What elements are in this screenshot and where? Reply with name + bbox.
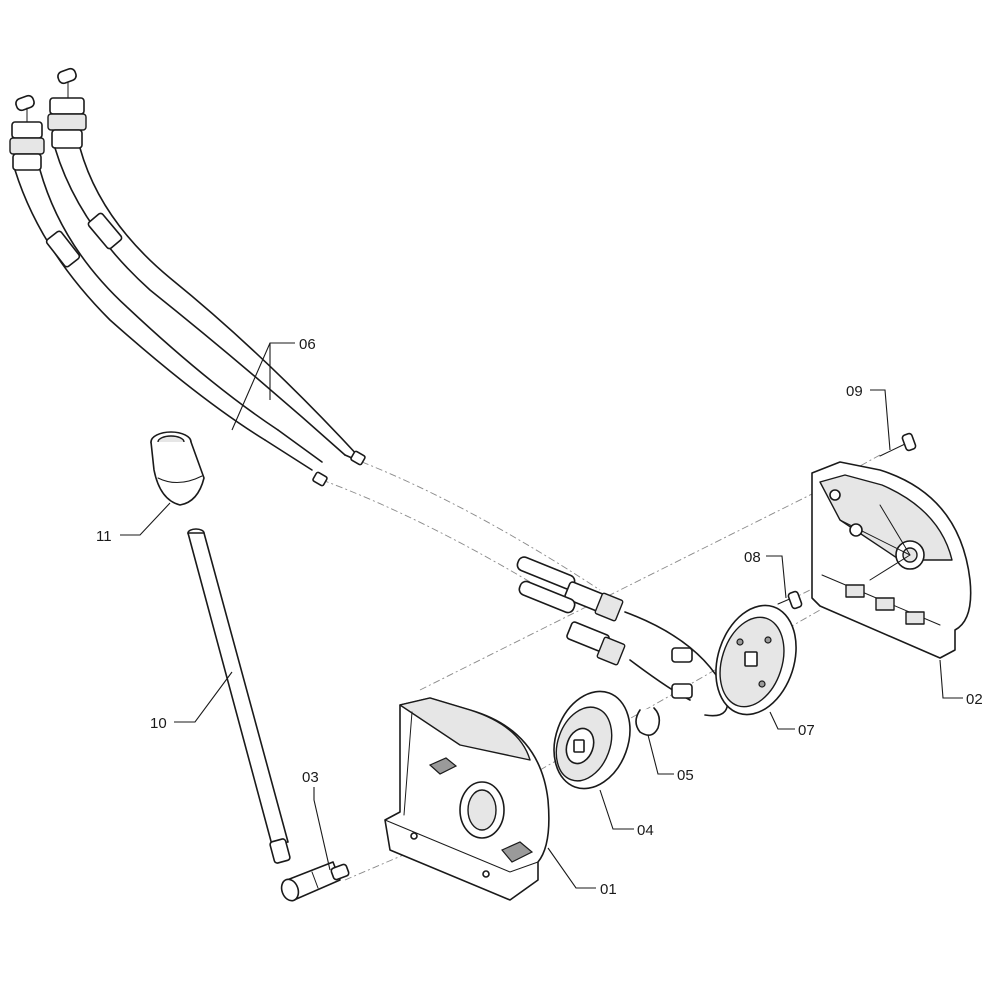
front-housing	[384, 697, 550, 901]
screw-08	[777, 590, 803, 610]
lever-rod	[187, 528, 291, 864]
callout-05: 05	[677, 767, 694, 784]
cable-fitting-left	[9, 94, 45, 171]
rear-disc	[715, 604, 797, 716]
callout-10: 10	[150, 715, 167, 732]
callout-08: 08	[744, 549, 761, 566]
callout-04: 04	[637, 822, 654, 839]
callout-06: 06	[299, 336, 316, 353]
callout-01: 01	[600, 881, 617, 898]
leader-lines	[120, 342, 963, 889]
disc-plate	[553, 690, 631, 790]
cable-assembly	[9, 67, 729, 717]
callout-07: 07	[798, 722, 815, 739]
lower-cable-fittings	[516, 556, 729, 717]
pin	[280, 861, 350, 902]
callout-09: 09	[846, 383, 863, 400]
rear-housing	[811, 461, 972, 659]
callout-03: 03	[302, 769, 319, 786]
callout-02: 02	[966, 691, 983, 708]
screw-09	[879, 432, 917, 457]
callout-11: 11	[96, 528, 112, 545]
knob	[150, 431, 205, 506]
callout-labels: 01 02 03 04 05 06 07 08 09 10 11	[96, 336, 983, 898]
circlip	[635, 707, 661, 736]
cable-fitting-right	[47, 67, 87, 149]
